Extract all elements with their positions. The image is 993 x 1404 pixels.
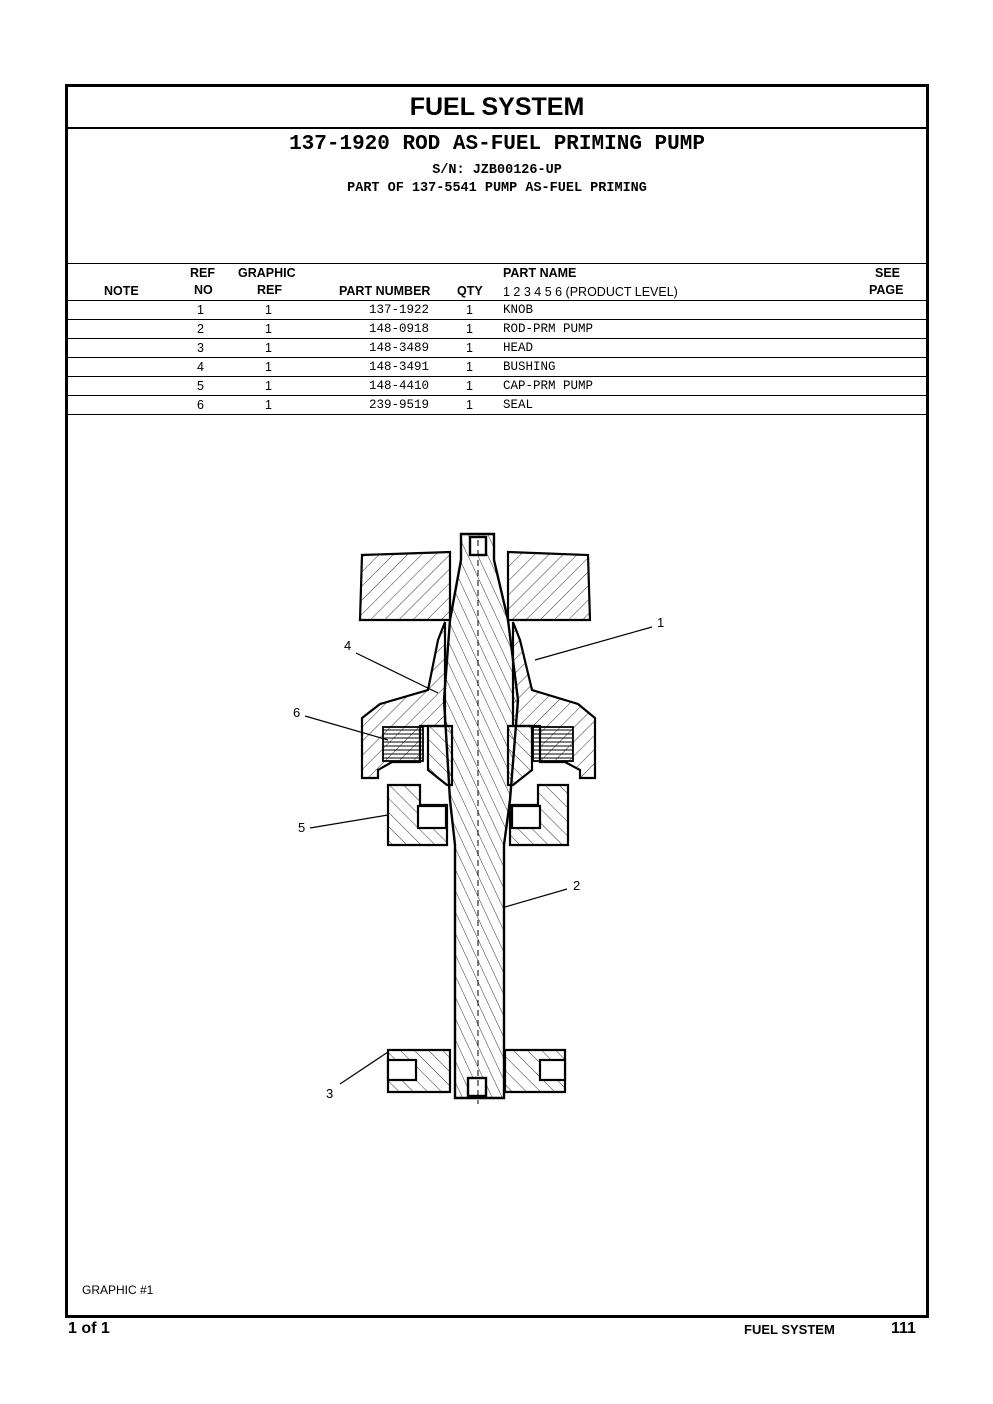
cell-part-number: 148-4410 [369,379,430,393]
callout-labels: 1 2 3 4 6 5 [293,615,664,1101]
cell-part-number: 137-1922 [369,303,430,317]
rod-part [442,532,520,1104]
row-rule [68,357,926,358]
col-ref-no-bottom: NO [194,283,213,297]
cell-qty: 1 [466,379,473,393]
col-note: NOTE [104,284,139,298]
cell-part-name: KNOB [503,303,534,317]
cell-part-name: HEAD [503,341,534,355]
part-title: 137-1920 ROD AS-FUEL PRIMING PUMP [289,133,705,156]
page-number: 111 [891,1320,916,1337]
cell-qty: 1 [466,360,473,374]
cell-graphic-ref: 1 [265,398,272,412]
table-row: 5 1 148-4410 1 CAP-PRM PUMP [68,377,926,396]
table-row: 6 1 239-9519 1 SEAL [68,396,926,415]
cell-graphic-ref: 1 [265,303,272,317]
callout-6: 5 [298,820,305,835]
section-title: FUEL SYSTEM [68,87,926,129]
col-qty: QTY [457,284,483,298]
cap-part [386,783,570,847]
col-part-name: PART NAME [503,266,577,280]
cell-qty: 1 [466,341,473,355]
callout-5: 6 [293,705,300,720]
col-graphic-ref-bottom: REF [257,283,282,297]
callout-1: 1 [657,615,664,630]
cell-part-name: BUSHING [503,360,556,374]
cell-part-number: 148-3491 [369,360,430,374]
callout-4: 4 [344,638,351,653]
cell-part-number: 148-3489 [369,341,430,355]
table-row: 4 1 148-3491 1 BUSHING [68,358,926,377]
cell-ref-no: 6 [197,398,204,412]
table-top-rule [68,263,926,264]
cell-ref-no: 1 [197,303,204,317]
row-rule [68,376,926,377]
serial-range: S/N: JZB00126-UP [432,163,562,178]
page-frame: FUEL SYSTEM 137-1920 ROD AS-FUEL PRIMING… [65,84,929,1318]
col-see-page-bottom: PAGE [869,283,904,297]
cell-ref-no: 2 [197,322,204,336]
leader-lines [304,626,653,1085]
cell-qty: 1 [466,322,473,336]
cell-part-number: 148-0918 [369,322,430,336]
table-row: 3 1 148-3489 1 HEAD [68,339,926,358]
row-rule [68,395,926,396]
cell-part-name: SEAL [503,398,534,412]
col-part-number: PART NUMBER [339,284,431,298]
cell-ref-no: 3 [197,341,204,355]
cell-ref-no: 4 [197,360,204,374]
part-of-assembly: PART OF 137-5541 PUMP AS-FUEL PRIMING [347,181,647,196]
graphic-label: GRAPHIC #1 [82,1283,154,1297]
head-part [386,1048,567,1094]
row-rule [68,319,926,320]
footer-section: FUEL SYSTEM [744,1322,835,1337]
page-of: 1 of 1 [68,1320,110,1337]
table-header-rule [68,300,926,301]
cell-graphic-ref: 1 [265,341,272,355]
col-see-page-top: SEE [875,266,901,280]
col-product-level: 1 2 3 4 5 6 (PRODUCT LEVEL) [503,285,678,299]
cell-qty: 1 [466,398,473,412]
cell-graphic-ref: 1 [265,379,272,393]
table-row: 1 1 137-1922 1 KNOB [68,301,926,320]
cell-part-name: CAP-PRM PUMP [503,379,594,393]
cell-graphic-ref: 1 [265,360,272,374]
cell-part-number: 239-9519 [369,398,430,412]
cell-graphic-ref: 1 [265,322,272,336]
callout-3: 3 [326,1086,333,1101]
table-row: 2 1 148-0918 1 ROD-PRM PUMP [68,320,926,339]
row-rule [68,338,926,339]
row-rule [68,414,926,415]
cell-qty: 1 [466,303,473,317]
callout-2: 2 [573,878,580,893]
cell-ref-no: 5 [197,379,204,393]
col-graphic-ref-top: GRAPHIC [238,266,296,280]
cell-part-name: ROD-PRM PUMP [503,322,594,336]
col-ref-no-top: REF [190,266,215,280]
seal-part [382,726,574,762]
